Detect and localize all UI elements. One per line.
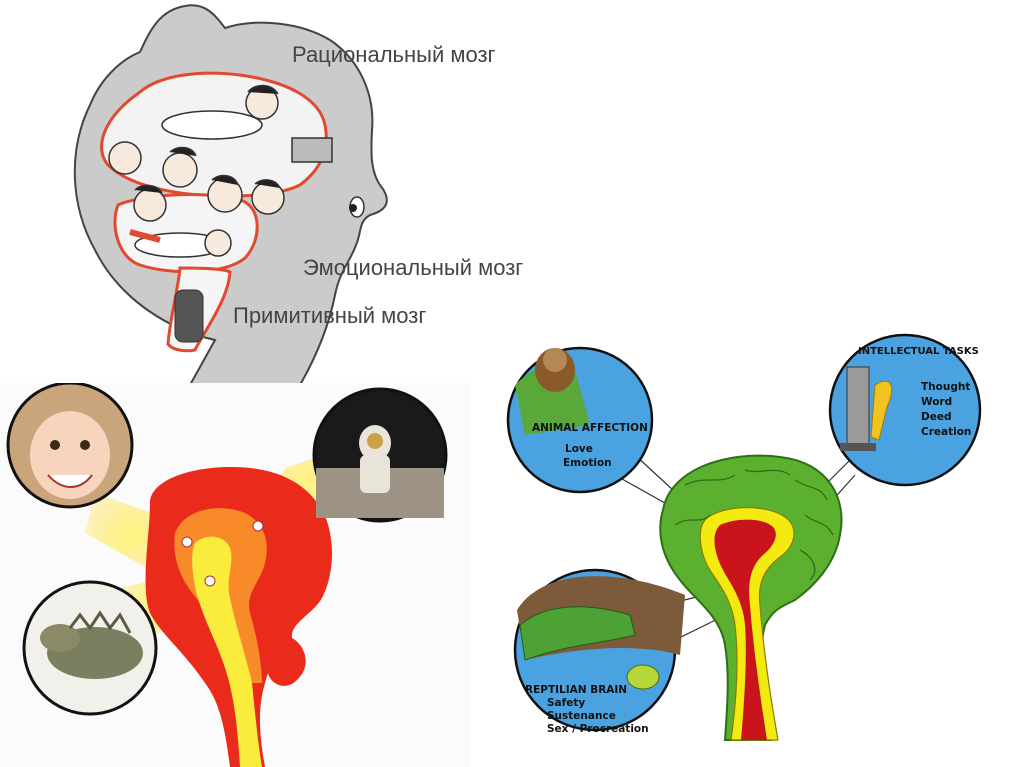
intellectual-tasks-item: Deed bbox=[921, 410, 951, 424]
lizard-photo bbox=[24, 582, 156, 714]
astronaut-photo bbox=[314, 389, 446, 521]
reptilian-brain-circle bbox=[515, 570, 685, 730]
animal-affection-circle bbox=[508, 348, 652, 492]
intellectual-tasks-item: Word bbox=[921, 395, 952, 409]
primitive-brain-label: Примитивный мозг bbox=[233, 303, 426, 329]
reptilian-brain-item: Sustenance bbox=[547, 709, 616, 723]
reptilian-brain-item: Safety bbox=[547, 696, 585, 710]
brain-cross-section-diagram bbox=[0, 383, 470, 767]
intellectual-tasks-item: Thought bbox=[921, 380, 970, 394]
child-photo bbox=[8, 383, 132, 507]
photo-brain-panel bbox=[0, 383, 470, 767]
intellectual-tasks-item: Creation bbox=[921, 425, 971, 439]
intellectual-tasks-title: INTELLECTUAL TASKS bbox=[858, 345, 979, 359]
primitive-figure bbox=[175, 290, 203, 342]
rational-brain-label: Рациональный мозг bbox=[292, 42, 496, 68]
dot-2 bbox=[182, 537, 192, 547]
reptilian-brain-item: Sex / Procreation bbox=[547, 722, 649, 736]
cartoon-brain-panel: Рациональный мозг Эмоциональный мозг При… bbox=[0, 0, 560, 385]
reptilian-brain-title: REPTILIAN BRAIN bbox=[525, 683, 627, 697]
animal-affection-title: ANIMAL AFFECTION bbox=[532, 421, 648, 435]
dot-1 bbox=[253, 521, 263, 531]
triune-brain-panel: ANIMAL AFFECTION Love Emotion INTELLECTU… bbox=[495, 325, 1024, 767]
animal-affection-item: Love bbox=[565, 442, 593, 456]
animal-affection-item: Emotion bbox=[563, 456, 612, 470]
emotional-brain-label: Эмоциональный мозг bbox=[303, 255, 523, 281]
dot-3 bbox=[205, 576, 215, 586]
